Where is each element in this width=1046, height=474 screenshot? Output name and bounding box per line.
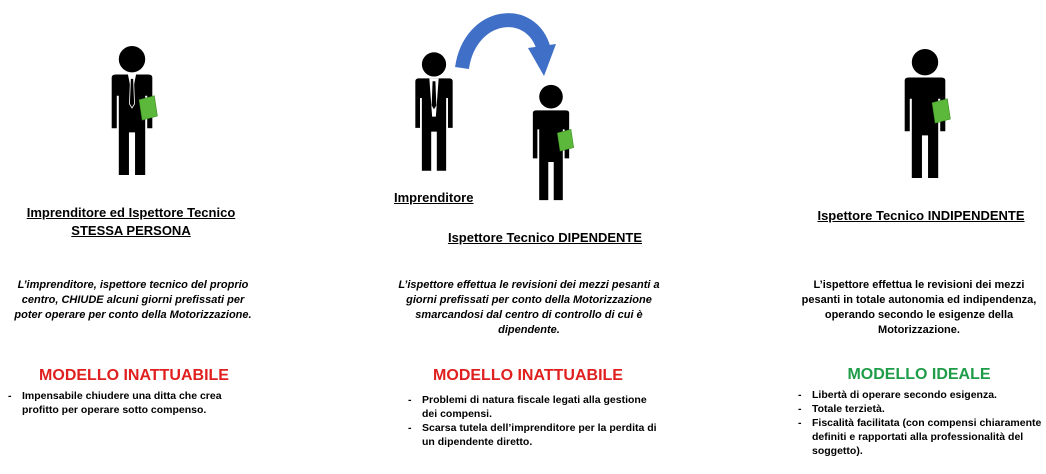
- employee-inspector-label: Ispettore Tecnico DIPENDENTE: [447, 230, 643, 245]
- model2-description: L’ispettore effettua le revisioni dei me…: [398, 279, 660, 336]
- list-item: Totale terzietà.: [798, 402, 1044, 416]
- model1-notes-list: Impensabile chiudere una ditta che crea …: [8, 389, 253, 417]
- independent-inspector-icon: [904, 49, 951, 178]
- model1-description: L’imprenditore, ispettore tecnico del pr…: [14, 279, 252, 321]
- entrepreneur-icon: [415, 52, 453, 171]
- model1-caption-line1: Imprenditore ed Ispettore Tecnico: [26, 205, 236, 220]
- list-item: Problemi di natura fiscale legati alla g…: [408, 393, 658, 421]
- employee-inspector-icon: [532, 84, 574, 201]
- model2-notes-list: Problemi di natura fiscale legati alla g…: [408, 393, 658, 449]
- model3-notes-list: Libertà di operare secondo esigenza. Tot…: [798, 388, 1044, 458]
- model1-caption: Imprenditore ed Ispettore Tecnico STESSA…: [0, 204, 262, 240]
- list-item: Impensabile chiudere una ditta che crea …: [8, 389, 253, 417]
- model1-caption-line2: STESSA PERSONA: [71, 223, 191, 238]
- model3-verdict: MODELLO IDEALE: [847, 366, 991, 383]
- transfer-arrow-icon: [455, 13, 556, 76]
- list-item: Fiscalità facilitata (con compensi chiar…: [798, 416, 1044, 458]
- model3-caption: Ispettore Tecnico INDIPENDENTE: [817, 208, 1025, 223]
- list-item: Libertà di operare secondo esigenza.: [798, 388, 1044, 402]
- model3-description: L’ispettore effettua le revisioni dei me…: [801, 279, 1037, 336]
- businessman-inspector-icon: [111, 46, 158, 175]
- model1-verdict: MODELLO INATTUABILE: [39, 367, 229, 384]
- list-item: Scarsa tutela dell’imprenditore per la p…: [408, 421, 658, 449]
- entrepreneur-label: Imprenditore: [394, 190, 474, 205]
- model2-verdict: MODELLO INATTUABILE: [433, 367, 623, 384]
